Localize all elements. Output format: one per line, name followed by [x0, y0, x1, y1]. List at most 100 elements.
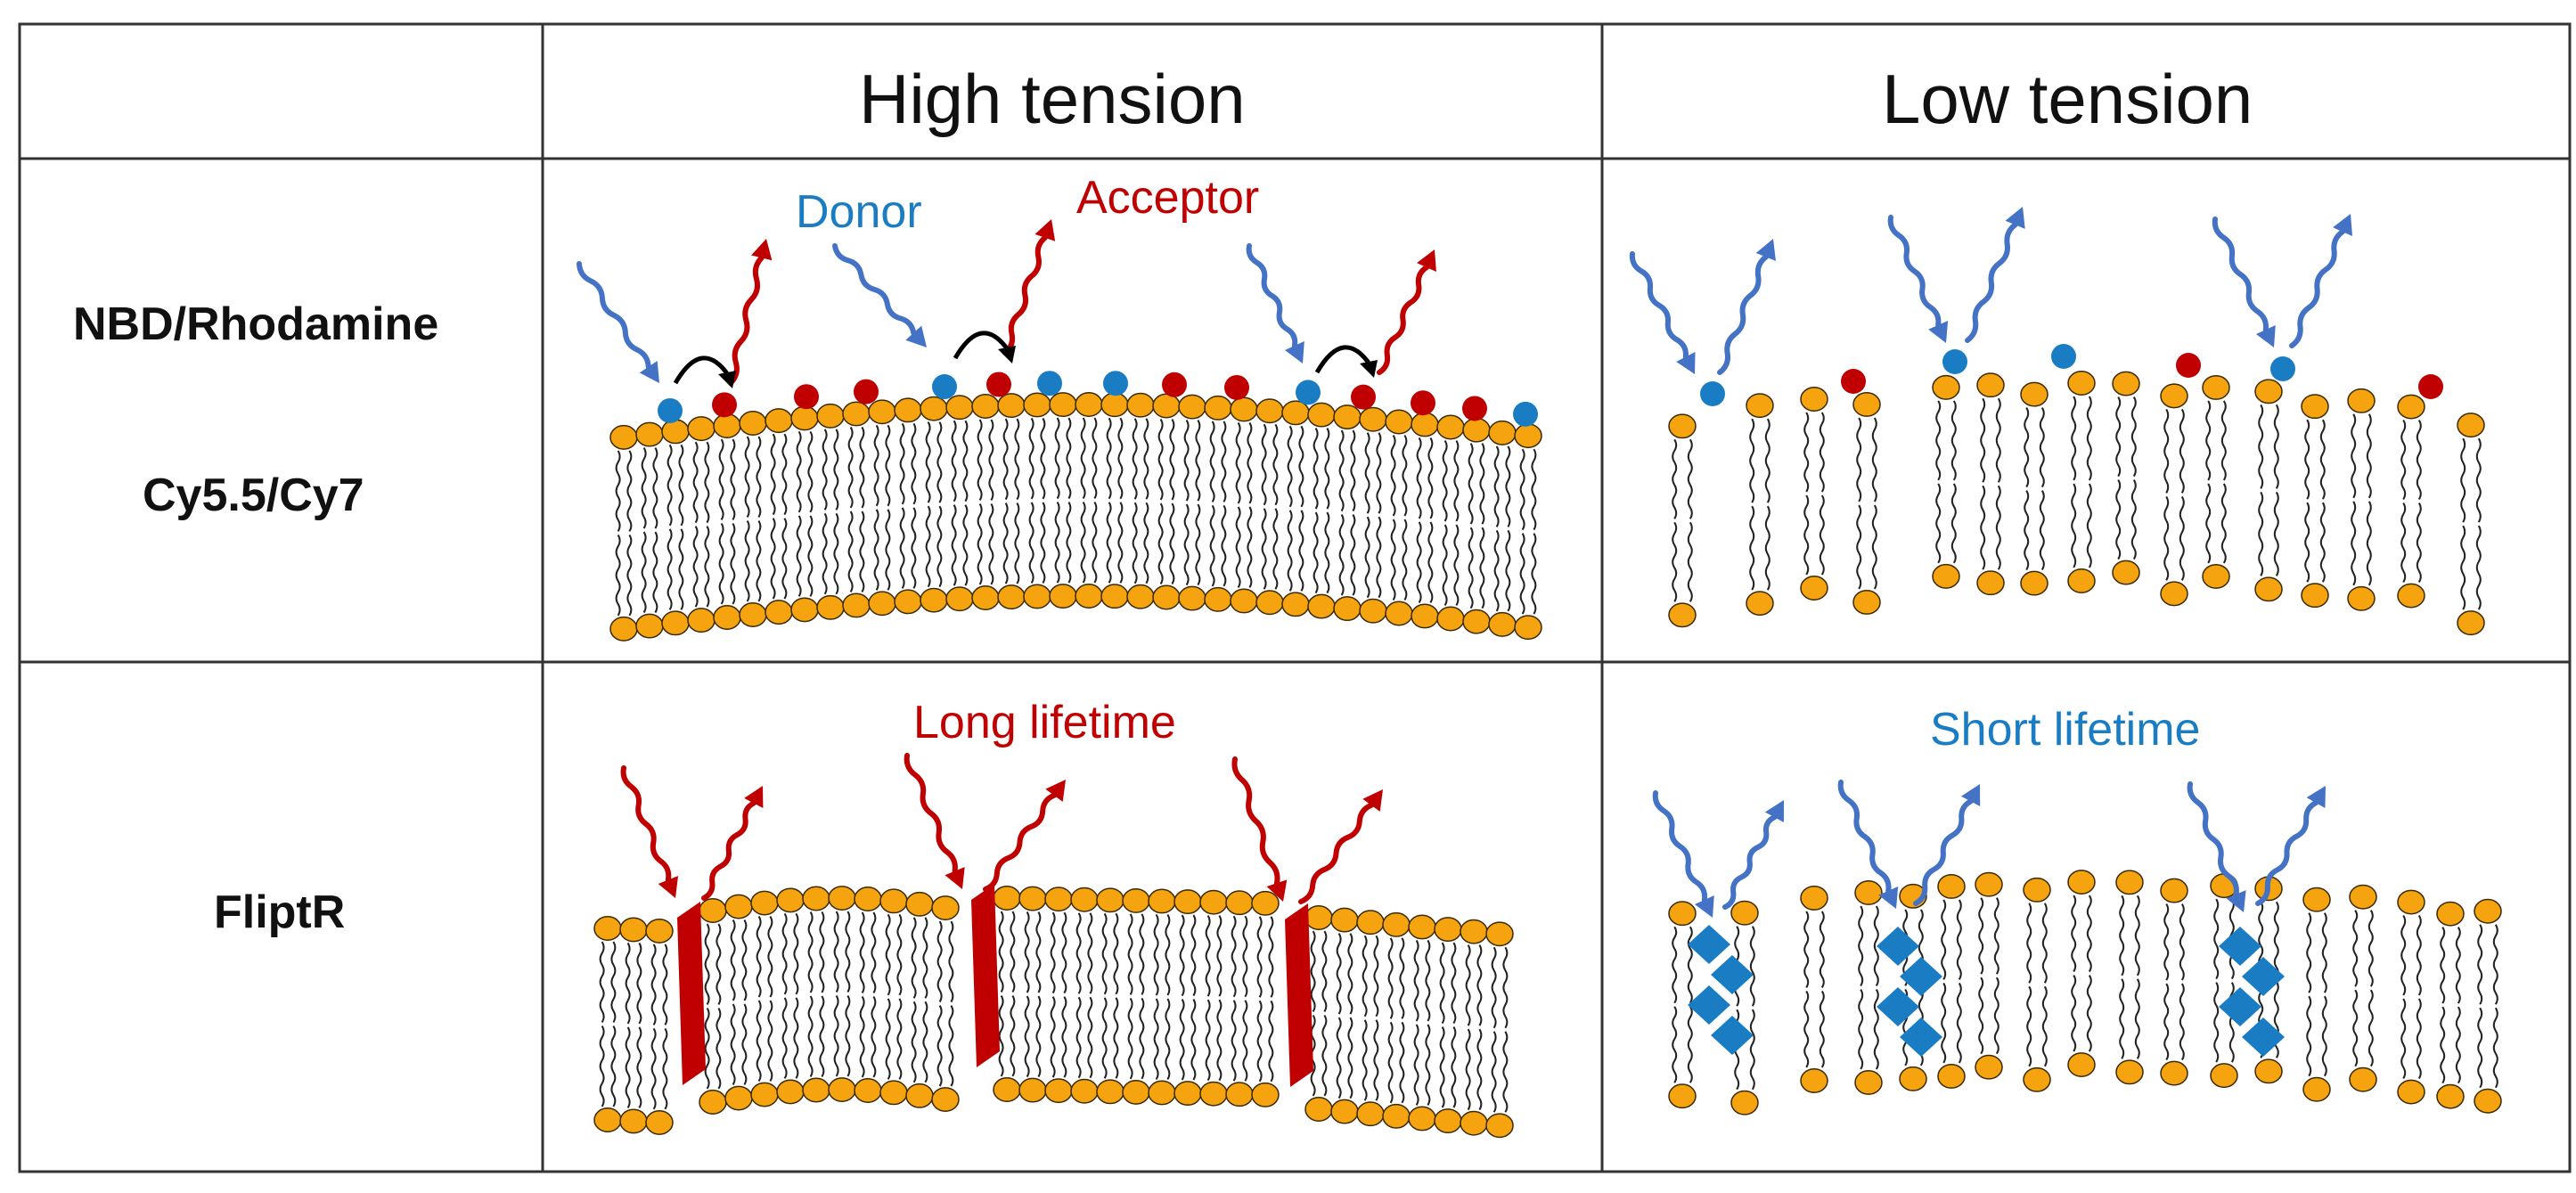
- lipid-tail: [1493, 529, 1500, 612]
- lipid-tail: [998, 911, 1004, 993]
- lipid-tail: [1035, 911, 1042, 993]
- lipid-tail: [678, 528, 684, 610]
- lipid-tail: [793, 997, 799, 1079]
- lipid-tail: [1941, 982, 1947, 1064]
- lipid-tail: [718, 438, 724, 521]
- donor-dot: [2051, 344, 2076, 369]
- lipid-tail: [1336, 1017, 1342, 1099]
- lipid-tail: [1169, 418, 1175, 501]
- lipid-tail: [650, 1027, 657, 1110]
- lipid-tail: [2213, 982, 2220, 1063]
- lipid-tail: [885, 913, 891, 996]
- lipid-tail: [1390, 519, 1396, 601]
- excitation-photon-arrow-head: [1284, 341, 1304, 364]
- lipid-head: [1178, 585, 1206, 611]
- lipid-tail: [1002, 418, 1009, 501]
- lipid-tail: [1465, 1028, 1471, 1111]
- lipid-tail: [2367, 989, 2374, 1067]
- acceptor-dot: [712, 392, 737, 418]
- lipid-tail: [962, 504, 969, 586]
- lipid-tail: [1687, 1006, 1693, 1083]
- lipid-tail: [2071, 483, 2077, 568]
- excitation-photon-arrow: [2187, 781, 2239, 897]
- lipid-tail: [1519, 533, 1525, 615]
- lipid-tail: [2041, 903, 2048, 984]
- lipid-tail: [2086, 396, 2092, 481]
- acceptor-dot: [794, 384, 819, 410]
- acceptor-dot: [1841, 369, 1866, 394]
- lipid-tail: [1195, 420, 1201, 502]
- lipid-tail: [2026, 903, 2032, 984]
- lipid-head: [2349, 1066, 2377, 1092]
- lipid-tail: [1442, 524, 1448, 607]
- lipid-head: [1937, 1063, 1966, 1089]
- lipid-head: [645, 918, 674, 944]
- lipid-tail: [770, 433, 776, 516]
- lipid-head: [854, 887, 882, 911]
- donor-dot: [1513, 401, 1538, 427]
- lipid-tail: [1028, 417, 1034, 500]
- lipid-tail: [1453, 524, 1460, 607]
- lipid-tail: [744, 436, 750, 519]
- lipid-tail: [744, 519, 750, 602]
- lipid-tail: [1672, 521, 1678, 602]
- lipid-head: [1100, 392, 1129, 418]
- lipid-tail: [610, 941, 617, 1024]
- fliptr-probe-icon: [677, 902, 706, 1085]
- lipid-tail: [1749, 505, 1755, 591]
- lipid-head: [1122, 887, 1150, 913]
- lipid-head: [1255, 590, 1284, 616]
- lipid-tail: [1950, 483, 1957, 564]
- lipid-tail: [2220, 483, 2227, 564]
- lipid-tail: [599, 1025, 605, 1107]
- donor-dot: [2270, 356, 2295, 381]
- emission-photon-arrow: [2255, 800, 2319, 906]
- emission-photon-arrow: [1722, 814, 1778, 910]
- lipid-tail: [1519, 448, 1525, 531]
- lipid-tail: [1010, 994, 1016, 1077]
- excitation-photon-arrow-head: [1676, 351, 1696, 374]
- lipid-tail: [2273, 981, 2279, 1058]
- lipid-tail: [1373, 1019, 1379, 1101]
- high-tension-fliptr-panel: [593, 753, 1514, 1139]
- lipid-head: [739, 411, 767, 436]
- lipid-tail: [2492, 924, 2498, 1005]
- lipid-tail: [1439, 1026, 1445, 1108]
- lipid-head: [802, 886, 830, 911]
- emission-photon-arrow: [1298, 802, 1375, 904]
- emission-photon-arrow-head: [1961, 784, 1981, 807]
- lipid-tail: [1247, 421, 1253, 504]
- excitation-photon-arrow-head: [905, 325, 927, 347]
- lipid-head: [2302, 887, 2331, 912]
- lipid-head: [750, 1082, 779, 1107]
- lipid-head: [687, 416, 716, 442]
- lipid-tail: [2367, 910, 2374, 987]
- lipid-head: [1668, 413, 1697, 439]
- lipid-tail: [1672, 1006, 1678, 1083]
- lipid-tail: [2205, 483, 2212, 564]
- lipid-head: [1304, 1097, 1333, 1122]
- lipid-head: [1230, 588, 1258, 614]
- lipid-tail: [1235, 421, 1241, 504]
- lipid-head: [1075, 584, 1103, 609]
- lipid-head: [1359, 406, 1387, 432]
- lipid-tail: [2321, 912, 2327, 993]
- lipid-head: [905, 891, 934, 917]
- lipid-tail: [1531, 448, 1537, 531]
- lipid-head: [790, 597, 819, 623]
- lipid-tail: [1256, 1000, 1263, 1083]
- emission-photon-arrow: [1377, 265, 1429, 375]
- emission-photon-arrow: [2289, 229, 2346, 348]
- lipid-tail: [1873, 905, 1879, 987]
- lipid-tail: [625, 942, 631, 1025]
- lipid-head: [593, 916, 622, 941]
- lipid-tail: [2304, 502, 2310, 583]
- lipid-tail: [2351, 501, 2357, 586]
- lipid-tail: [1442, 439, 1448, 522]
- lipid-tail: [1803, 990, 1810, 1068]
- lipid-tail: [2416, 419, 2422, 501]
- lipid-tail: [2273, 491, 2279, 576]
- lipid-head: [1899, 1066, 1927, 1091]
- lipid-tail: [2492, 1007, 2498, 1089]
- lipid-head: [1800, 885, 1828, 911]
